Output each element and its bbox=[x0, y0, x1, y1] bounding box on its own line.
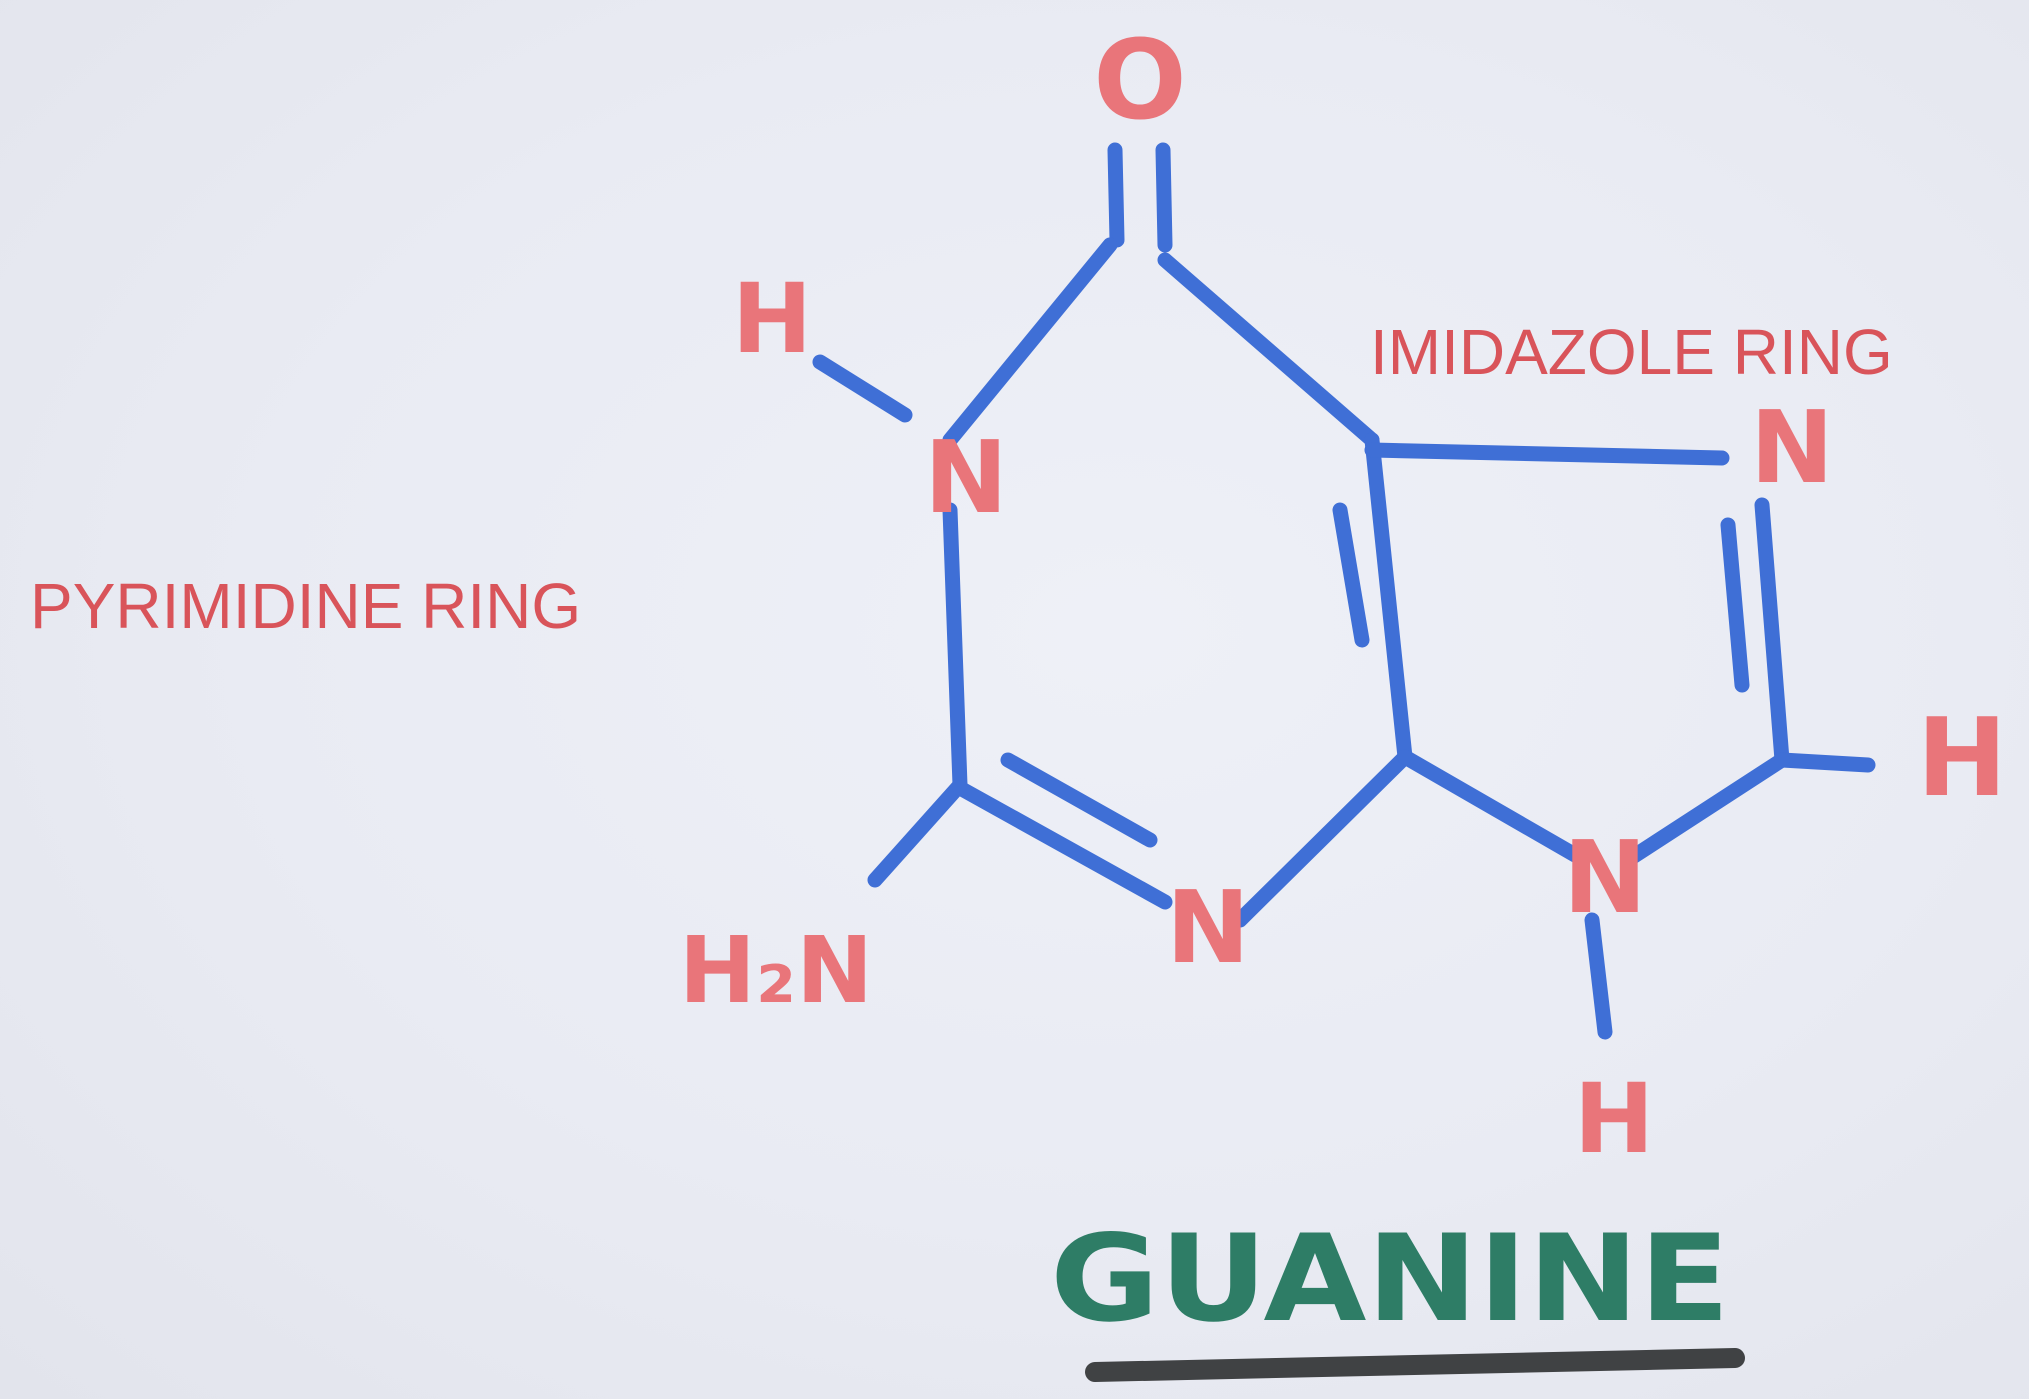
atom-n1: N bbox=[924, 419, 1008, 536]
bond-n9-c8 bbox=[1620, 752, 1790, 868]
bond-h-n1 bbox=[812, 354, 913, 423]
bond-c4-n9 bbox=[1397, 749, 1583, 863]
atom-h-n1: H bbox=[732, 263, 812, 375]
bond-n1-c6 bbox=[942, 237, 1118, 448]
bond-c6-o-double-a bbox=[1107, 142, 1125, 248]
bond-c2-nh2 bbox=[867, 777, 968, 888]
atom-n7: N bbox=[1750, 389, 1834, 506]
bond-c8-h bbox=[1774, 752, 1876, 773]
imidazole-ring-label: IMIDAZOLE RING bbox=[1370, 316, 1893, 388]
atom-n9: N bbox=[1563, 819, 1647, 936]
bond-c6-o-double-b bbox=[1155, 142, 1173, 253]
page-title: GUANINE bbox=[1050, 1210, 1730, 1349]
bond-c5-c4-double bbox=[1332, 502, 1370, 648]
atom-oxygen: O bbox=[1093, 16, 1187, 144]
atom-amine: H₂N bbox=[679, 917, 873, 1024]
bond-n7-c8-double bbox=[1720, 517, 1750, 693]
pyrimidine-ring-label: PYRIMIDINE RING bbox=[30, 570, 581, 642]
atom-n3: N bbox=[1166, 869, 1250, 986]
bond-c2-n3-double bbox=[1000, 752, 1158, 848]
bond-n7-c8 bbox=[1754, 497, 1790, 768]
bond-n9-h bbox=[1584, 912, 1613, 1040]
bond-c6-c5 bbox=[1157, 252, 1380, 448]
bond-c2-n3 bbox=[952, 780, 1173, 910]
title-underline bbox=[1085, 1348, 1745, 1382]
bonds bbox=[812, 142, 1876, 1040]
atom-labels: O H N H₂N N N H N H bbox=[679, 16, 2007, 1175]
atom-h-c8: H bbox=[1917, 696, 2007, 821]
bond-c5-n7 bbox=[1364, 442, 1730, 466]
bond-n1-c2 bbox=[942, 502, 968, 793]
bond-n3-c4 bbox=[1232, 749, 1413, 928]
atom-h-n9: H bbox=[1574, 1063, 1654, 1175]
bond-c5-c4 bbox=[1364, 432, 1413, 765]
